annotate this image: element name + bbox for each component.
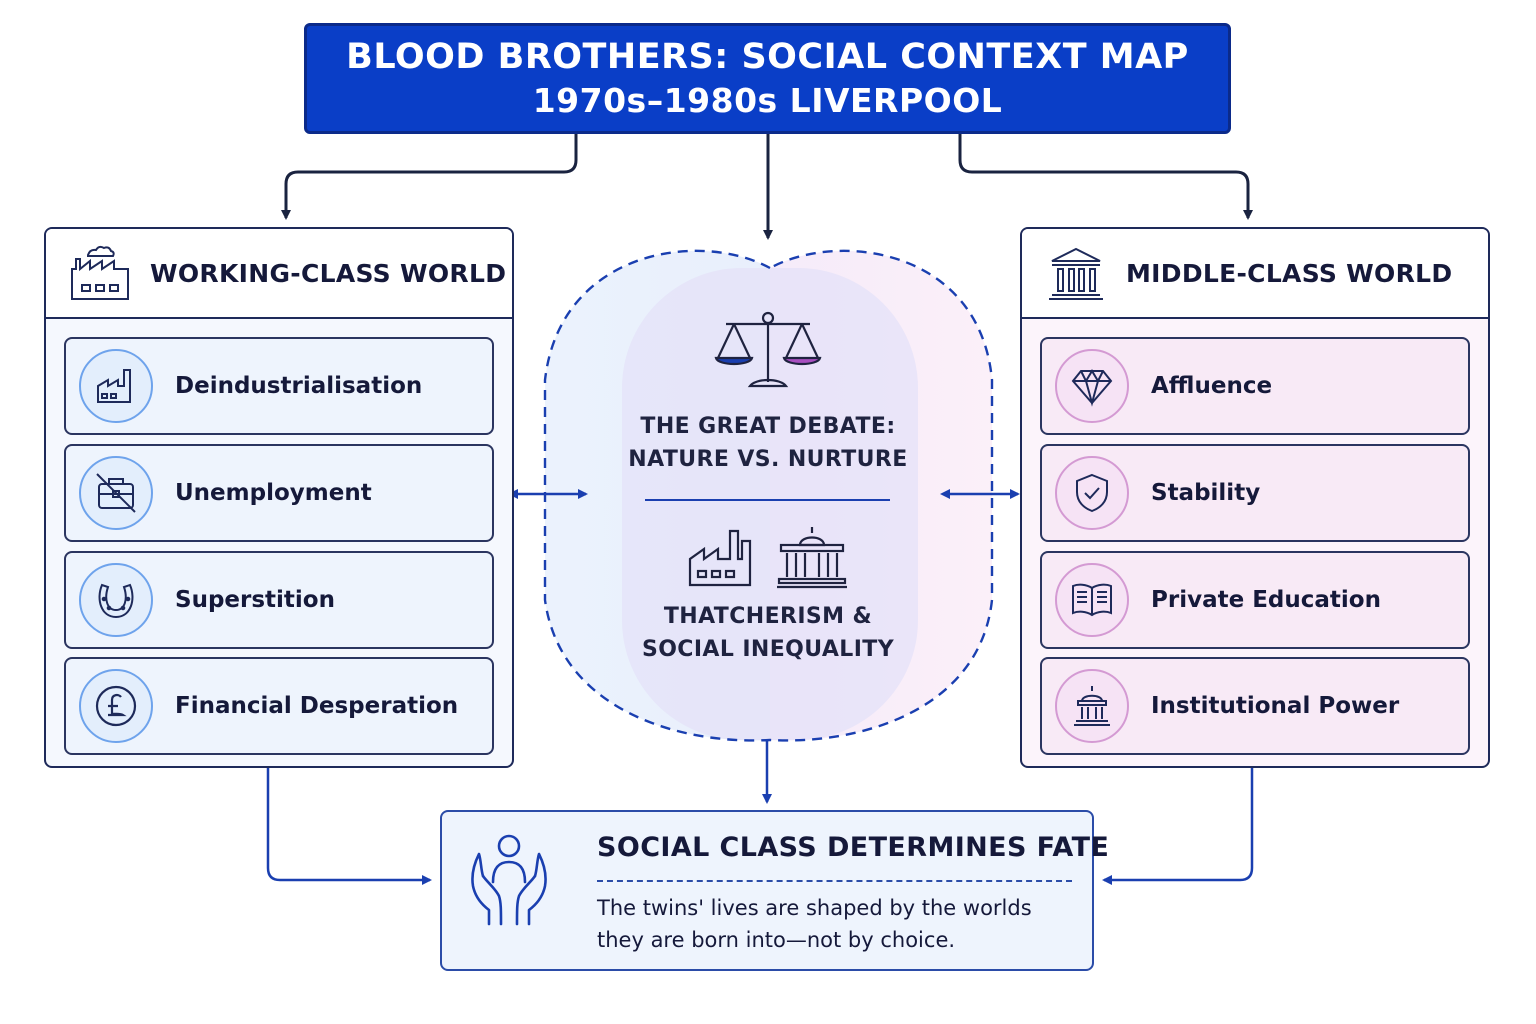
conclusion-text: The twins' lives are shaped by the world… <box>597 896 1032 952</box>
factory-icon <box>68 241 132 305</box>
working-class-header: WORKING-CLASS WORLD <box>46 229 512 319</box>
arrow-middle-to-fate <box>1102 768 1254 885</box>
item-unemployment[interactable]: Unemployment <box>64 444 494 542</box>
dashed-oval <box>543 249 994 742</box>
government-building-icon <box>775 525 849 593</box>
item-label: Private Education <box>1151 587 1381 613</box>
inequality-line-2: SOCIAL INEQUALITY <box>641 637 895 662</box>
item-superstition[interactable]: Superstition <box>64 551 494 649</box>
item-label: Superstition <box>175 587 335 613</box>
map-title-box: BLOOD BROTHERS: SOCIAL CONTEXT MAP 1970s… <box>304 23 1231 134</box>
item-label: Stability <box>1151 480 1261 506</box>
item-label: Institutional Power <box>1151 693 1400 719</box>
pound-coin-icon <box>79 669 153 743</box>
working-class-title: WORKING-CLASS WORLD <box>150 258 507 288</box>
arrow-title-to-middle <box>958 134 1253 220</box>
item-institutional-power[interactable]: Institutional Power <box>1040 657 1470 755</box>
conclusion-title: SOCIAL CLASS DETERMINES FATE <box>597 832 1110 863</box>
item-label: Financial Desperation <box>175 693 459 719</box>
factory-icon <box>79 349 153 423</box>
hands-holding-person-icon <box>459 830 559 944</box>
working-class-panel: WORKING-CLASS WORLD Deindustrialisation … <box>44 227 514 768</box>
middle-class-header: MIDDLE-CLASS WORLD <box>1022 229 1488 319</box>
open-book-icon <box>1055 563 1129 637</box>
conclusion-box: SOCIAL CLASS DETERMINES FATE The twins' … <box>440 810 1109 971</box>
horseshoe-icon <box>79 563 153 637</box>
thatcherism-inequality: THATCHERISM & SOCIAL INEQUALITY <box>620 600 916 666</box>
bank-icon <box>1044 241 1108 305</box>
inequality-line-1: THATCHERISM & <box>663 604 873 629</box>
item-stability[interactable]: Stability <box>1040 444 1470 542</box>
capitol-icon <box>1055 669 1129 743</box>
map-subtitle: 1970s–1980s LIVERPOOL <box>532 80 1003 120</box>
arrow-working-to-fate <box>266 768 432 885</box>
shield-check-icon <box>1055 456 1129 530</box>
debate-line-1: THE GREAT DEBATE: <box>640 414 896 439</box>
item-label: Deindustrialisation <box>175 373 423 399</box>
scales-icon <box>712 310 824 396</box>
arrow-title-to-working <box>281 134 578 220</box>
item-private-education[interactable]: Private Education <box>1040 551 1470 649</box>
diamond-icon <box>1055 349 1129 423</box>
item-label: Unemployment <box>175 480 372 506</box>
item-label: Affluence <box>1151 373 1273 399</box>
overlap-lens <box>622 268 918 740</box>
middle-class-title: MIDDLE-CLASS WORLD <box>1126 258 1453 288</box>
item-deindustrialisation[interactable]: Deindustrialisation <box>64 337 494 435</box>
conclusion-divider <box>597 880 1072 882</box>
nature-nurture-debate: THE GREAT DEBATE: NATURE VS. NURTURE <box>620 410 916 476</box>
middle-class-panel: MIDDLE-CLASS WORLD Affluence Stability <box>1020 227 1490 768</box>
item-affluence[interactable]: Affluence <box>1040 337 1470 435</box>
factory-icon <box>688 525 758 593</box>
crossed-briefcase-icon <box>79 456 153 530</box>
item-financial-desperation[interactable]: Financial Desperation <box>64 657 494 755</box>
map-title: BLOOD BROTHERS: SOCIAL CONTEXT MAP <box>346 36 1189 77</box>
debate-line-2: NATURE VS. NURTURE <box>628 447 908 472</box>
